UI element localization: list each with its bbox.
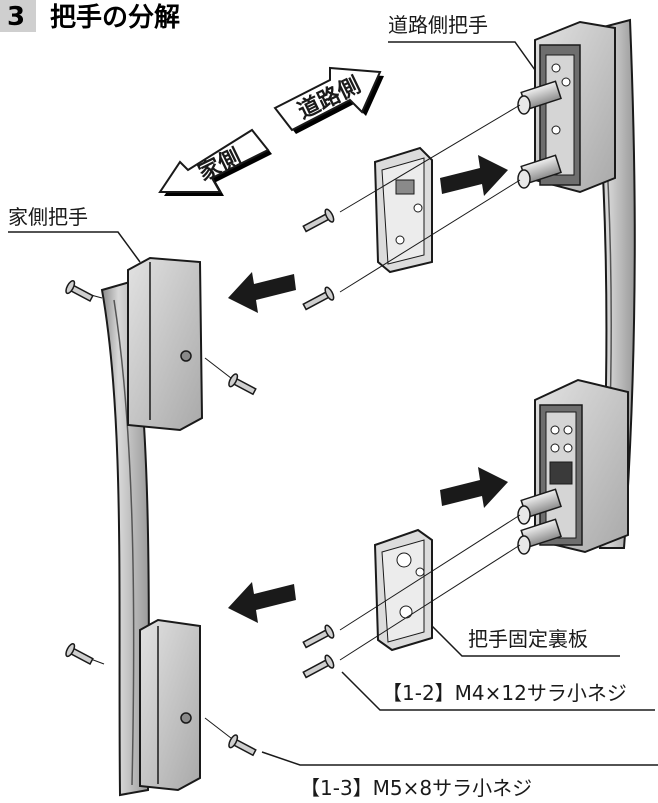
screw-house-top-right (228, 373, 257, 396)
push-arrow-upper (440, 155, 508, 196)
upper-back-plate (373, 146, 433, 274)
lower-pin-bottom (517, 518, 562, 555)
pull-arrow-upper (228, 272, 296, 313)
screw-lower-plate-1 (302, 624, 335, 649)
label-road-side-handle: 道路側把手 (388, 13, 488, 37)
house-side-arrow: 家側 (158, 128, 272, 196)
label-screw-1-2: 【1-2】M4×12サラ小ネジ (382, 681, 627, 705)
section-number: 3 (7, 2, 25, 32)
screw-upper-plate-2 (302, 286, 335, 311)
section-number-badge (0, 0, 36, 32)
push-arrow-lower (440, 467, 508, 508)
upper-pin-bottom (517, 154, 562, 189)
screws (65, 208, 335, 757)
callout-leaders (8, 41, 658, 766)
screw-house-bottom-left (65, 642, 94, 665)
label-handle-back-plate: 把手固定裏板 (468, 627, 588, 651)
label-screw-1-3: 【1-3】M5×8サラ小ネジ (300, 776, 532, 800)
house-side-handle (100, 256, 204, 797)
screw-upper-plate-1 (302, 208, 335, 233)
road-side-arrow: 道路側 (273, 66, 384, 134)
screw-lower-plate-2 (302, 654, 335, 679)
section-header: 3 把手の分解 (0, 0, 180, 33)
label-house-side-handle: 家側把手 (8, 205, 88, 229)
upper-pin-top (517, 80, 562, 115)
motion-arrows (228, 155, 508, 623)
screw-house-top-left (65, 279, 94, 302)
road-side-handle (517, 18, 636, 555)
pull-arrow-lower (228, 582, 296, 623)
screw-house-bottom-right (228, 734, 257, 757)
lower-pin-top (517, 488, 562, 525)
section-title: 把手の分解 (50, 3, 180, 33)
